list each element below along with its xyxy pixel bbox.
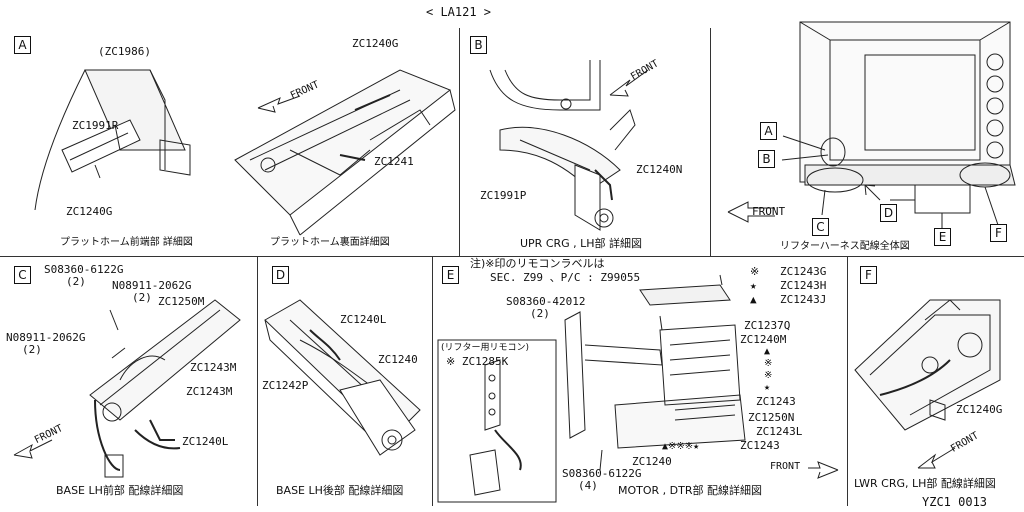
motor-drawing bbox=[437, 274, 746, 503]
legend-symbol: ▲ bbox=[750, 293, 757, 306]
callout-c: C bbox=[812, 218, 829, 236]
front-arrow-b bbox=[609, 69, 649, 97]
platform-underside-drawing bbox=[234, 69, 456, 236]
qty-label: (2) bbox=[66, 275, 86, 288]
legend-part: ZC1243H bbox=[780, 279, 827, 292]
legend-symbol: ★ bbox=[750, 279, 757, 292]
legend-part: ZC1243J bbox=[780, 293, 827, 306]
panel-b-caption: UPR CRG , LH部 詳細図 bbox=[520, 237, 643, 250]
panel-d-letter: D bbox=[272, 266, 289, 284]
remote-title: (リフター用リモコン) bbox=[441, 343, 530, 353]
front-arrow-e bbox=[808, 461, 839, 479]
lower-carriage-drawing bbox=[854, 299, 1001, 431]
part-label: ZC1237Q bbox=[744, 319, 791, 332]
remote-label-note-2: SEC. Z99 、P/C : Z99055 bbox=[490, 271, 641, 284]
callout-b: B bbox=[758, 150, 775, 168]
overview-coils bbox=[986, 53, 1004, 159]
legend-symbol: ※ bbox=[750, 265, 760, 278]
mark-asterisk: ※ bbox=[764, 358, 773, 369]
divider-b-overview bbox=[710, 28, 711, 256]
part-label: ZC1250N bbox=[748, 411, 795, 424]
remote-label-note-1: 注)※印のリモコンラベルは bbox=[470, 257, 605, 270]
overview-caption: リフターハーネス配線全体図 bbox=[780, 241, 910, 252]
panel-e-caption: MOTOR , DTR部 配線詳細図 bbox=[618, 484, 762, 497]
callout-e: E bbox=[934, 228, 951, 246]
diagram-code: YZC1 0013 bbox=[922, 495, 988, 509]
callout-a: A bbox=[760, 122, 777, 140]
part-label: ZC1240G bbox=[66, 205, 113, 218]
legend-part: ZC1243G bbox=[780, 265, 827, 278]
divider-ab bbox=[459, 28, 460, 256]
panel-a-caption-front: プラットホーム前端部 詳細図 bbox=[60, 237, 193, 248]
panel-a-caption-underside: プラットホーム裏面詳細図 bbox=[270, 237, 390, 248]
part-label: ZC1240 bbox=[378, 353, 418, 366]
qty-label: (2) bbox=[530, 307, 550, 320]
panel-b-letter: B bbox=[470, 36, 487, 54]
base-rear-drawing bbox=[264, 299, 421, 456]
part-label: S08360-6122G bbox=[44, 263, 124, 276]
part-label: ZC1240M bbox=[740, 333, 787, 346]
part-label: ZC1243 bbox=[756, 395, 796, 408]
front-arrow-c bbox=[13, 439, 53, 459]
divider-de bbox=[432, 256, 433, 506]
qty-label: (4) bbox=[578, 479, 598, 492]
part-label: ZC1241 bbox=[374, 155, 414, 168]
part-label: N08911-2062G bbox=[6, 331, 86, 344]
part-label: (ZC1986) bbox=[98, 45, 151, 58]
part-label: ZC1991P bbox=[480, 189, 527, 202]
part-label: ZC1240G bbox=[956, 403, 1003, 416]
upper-carriage-drawing bbox=[489, 60, 636, 231]
marks-row: ▲※※※★ bbox=[662, 441, 700, 452]
part-label: S08360-6122G bbox=[562, 467, 642, 480]
qty-label: (2) bbox=[132, 291, 152, 304]
panel-f-letter: F bbox=[860, 266, 877, 284]
part-label: ZC1240G bbox=[352, 37, 399, 50]
panel-d-caption: BASE LH後部 配線詳細図 bbox=[276, 484, 404, 497]
panel-e-letter: E bbox=[442, 266, 459, 284]
part-label: ZC1991R bbox=[72, 119, 119, 132]
diagram-title: < LA121 > bbox=[426, 5, 492, 19]
divider-ef bbox=[847, 256, 848, 506]
base-front-drawing bbox=[89, 299, 241, 478]
panel-c-letter: C bbox=[14, 266, 31, 284]
part-label: S08360-42012 bbox=[506, 295, 586, 308]
part-label: N08911-2062G bbox=[112, 279, 192, 292]
part-label: ZC1243M bbox=[190, 361, 237, 374]
part-label: ZC1240L bbox=[340, 313, 387, 326]
panel-c-caption: BASE LH前部 配線詳細図 bbox=[56, 484, 184, 497]
part-label: ZC1240N bbox=[636, 163, 683, 176]
platform-front-drawing bbox=[34, 69, 191, 211]
front-label: FRONT bbox=[770, 461, 801, 472]
callout-f: F bbox=[990, 224, 1007, 242]
mark-triangle: ▲ bbox=[764, 346, 771, 357]
overview-drawing bbox=[781, 21, 1016, 228]
callout-d: D bbox=[880, 204, 897, 222]
part-label: ZC1240 bbox=[632, 455, 672, 468]
front-label: FRONT bbox=[752, 205, 786, 218]
panel-a-letter: A bbox=[14, 36, 31, 54]
front-arrow-overview bbox=[727, 201, 775, 223]
divider-cd bbox=[257, 256, 258, 506]
mark-asterisk: ※ bbox=[764, 370, 773, 381]
divider-horizontal bbox=[0, 256, 1024, 257]
part-label: ZC1243L bbox=[756, 425, 803, 438]
part-label: ZC1242P bbox=[262, 379, 309, 392]
front-arrow-a bbox=[257, 95, 301, 113]
front-arrow-f bbox=[917, 447, 956, 469]
part-label: ZC1250M bbox=[158, 295, 205, 308]
panel-f-caption: LWR CRG, LH部 配線詳細図 bbox=[854, 477, 996, 490]
part-label: ZC1243M bbox=[186, 385, 233, 398]
mark-star: ★ bbox=[764, 382, 771, 393]
qty-label: (2) bbox=[22, 343, 42, 356]
part-label: ZC1243 bbox=[740, 439, 780, 452]
part-label: ZC1240L bbox=[182, 435, 229, 448]
remote-part: ※ ZC1285K bbox=[446, 355, 509, 368]
